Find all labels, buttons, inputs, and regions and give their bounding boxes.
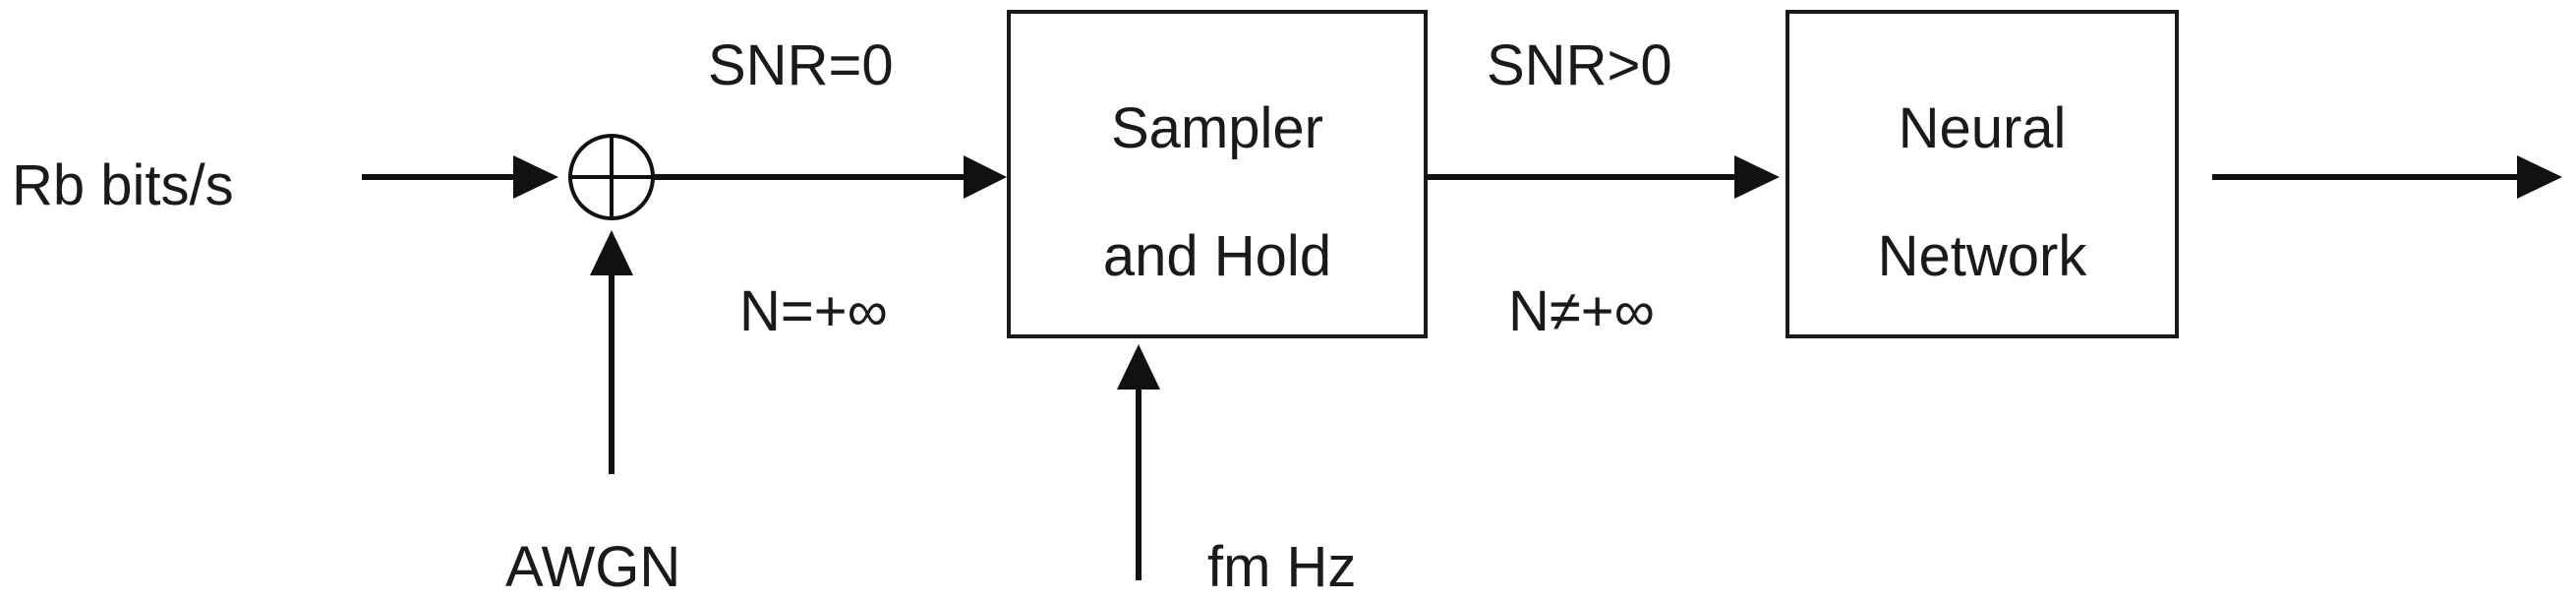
summing-junction <box>568 134 655 220</box>
link2-snr-label: SNR>0 <box>1487 33 1672 97</box>
output-arrow-head <box>2517 155 2562 199</box>
neural-network-block <box>1786 10 2179 338</box>
sampler-line2: and Hold <box>1103 224 1331 288</box>
noise-label: AWGN <box>505 535 680 599</box>
link2-n-label: N≠+∞ <box>1508 279 1655 343</box>
noise-arrow-head <box>590 230 633 275</box>
input-rate-label: Rb bits/s <box>12 153 234 217</box>
sampler-line1: Sampler <box>1111 96 1323 160</box>
input-arrow-head <box>513 155 558 199</box>
network-line2: Network <box>1878 224 2088 288</box>
link1-n-label: N=+∞ <box>739 279 888 343</box>
link1-snr-label: SNR=0 <box>708 33 894 97</box>
network-line1: Neural <box>1899 96 2067 160</box>
clock-arrow-head <box>1117 344 1160 390</box>
clock-label: fm Hz <box>1207 535 1356 599</box>
sampler-hold-block <box>1007 10 1428 338</box>
sampler-to-network-head <box>1734 155 1780 199</box>
summer-to-sampler-head <box>964 155 1007 199</box>
